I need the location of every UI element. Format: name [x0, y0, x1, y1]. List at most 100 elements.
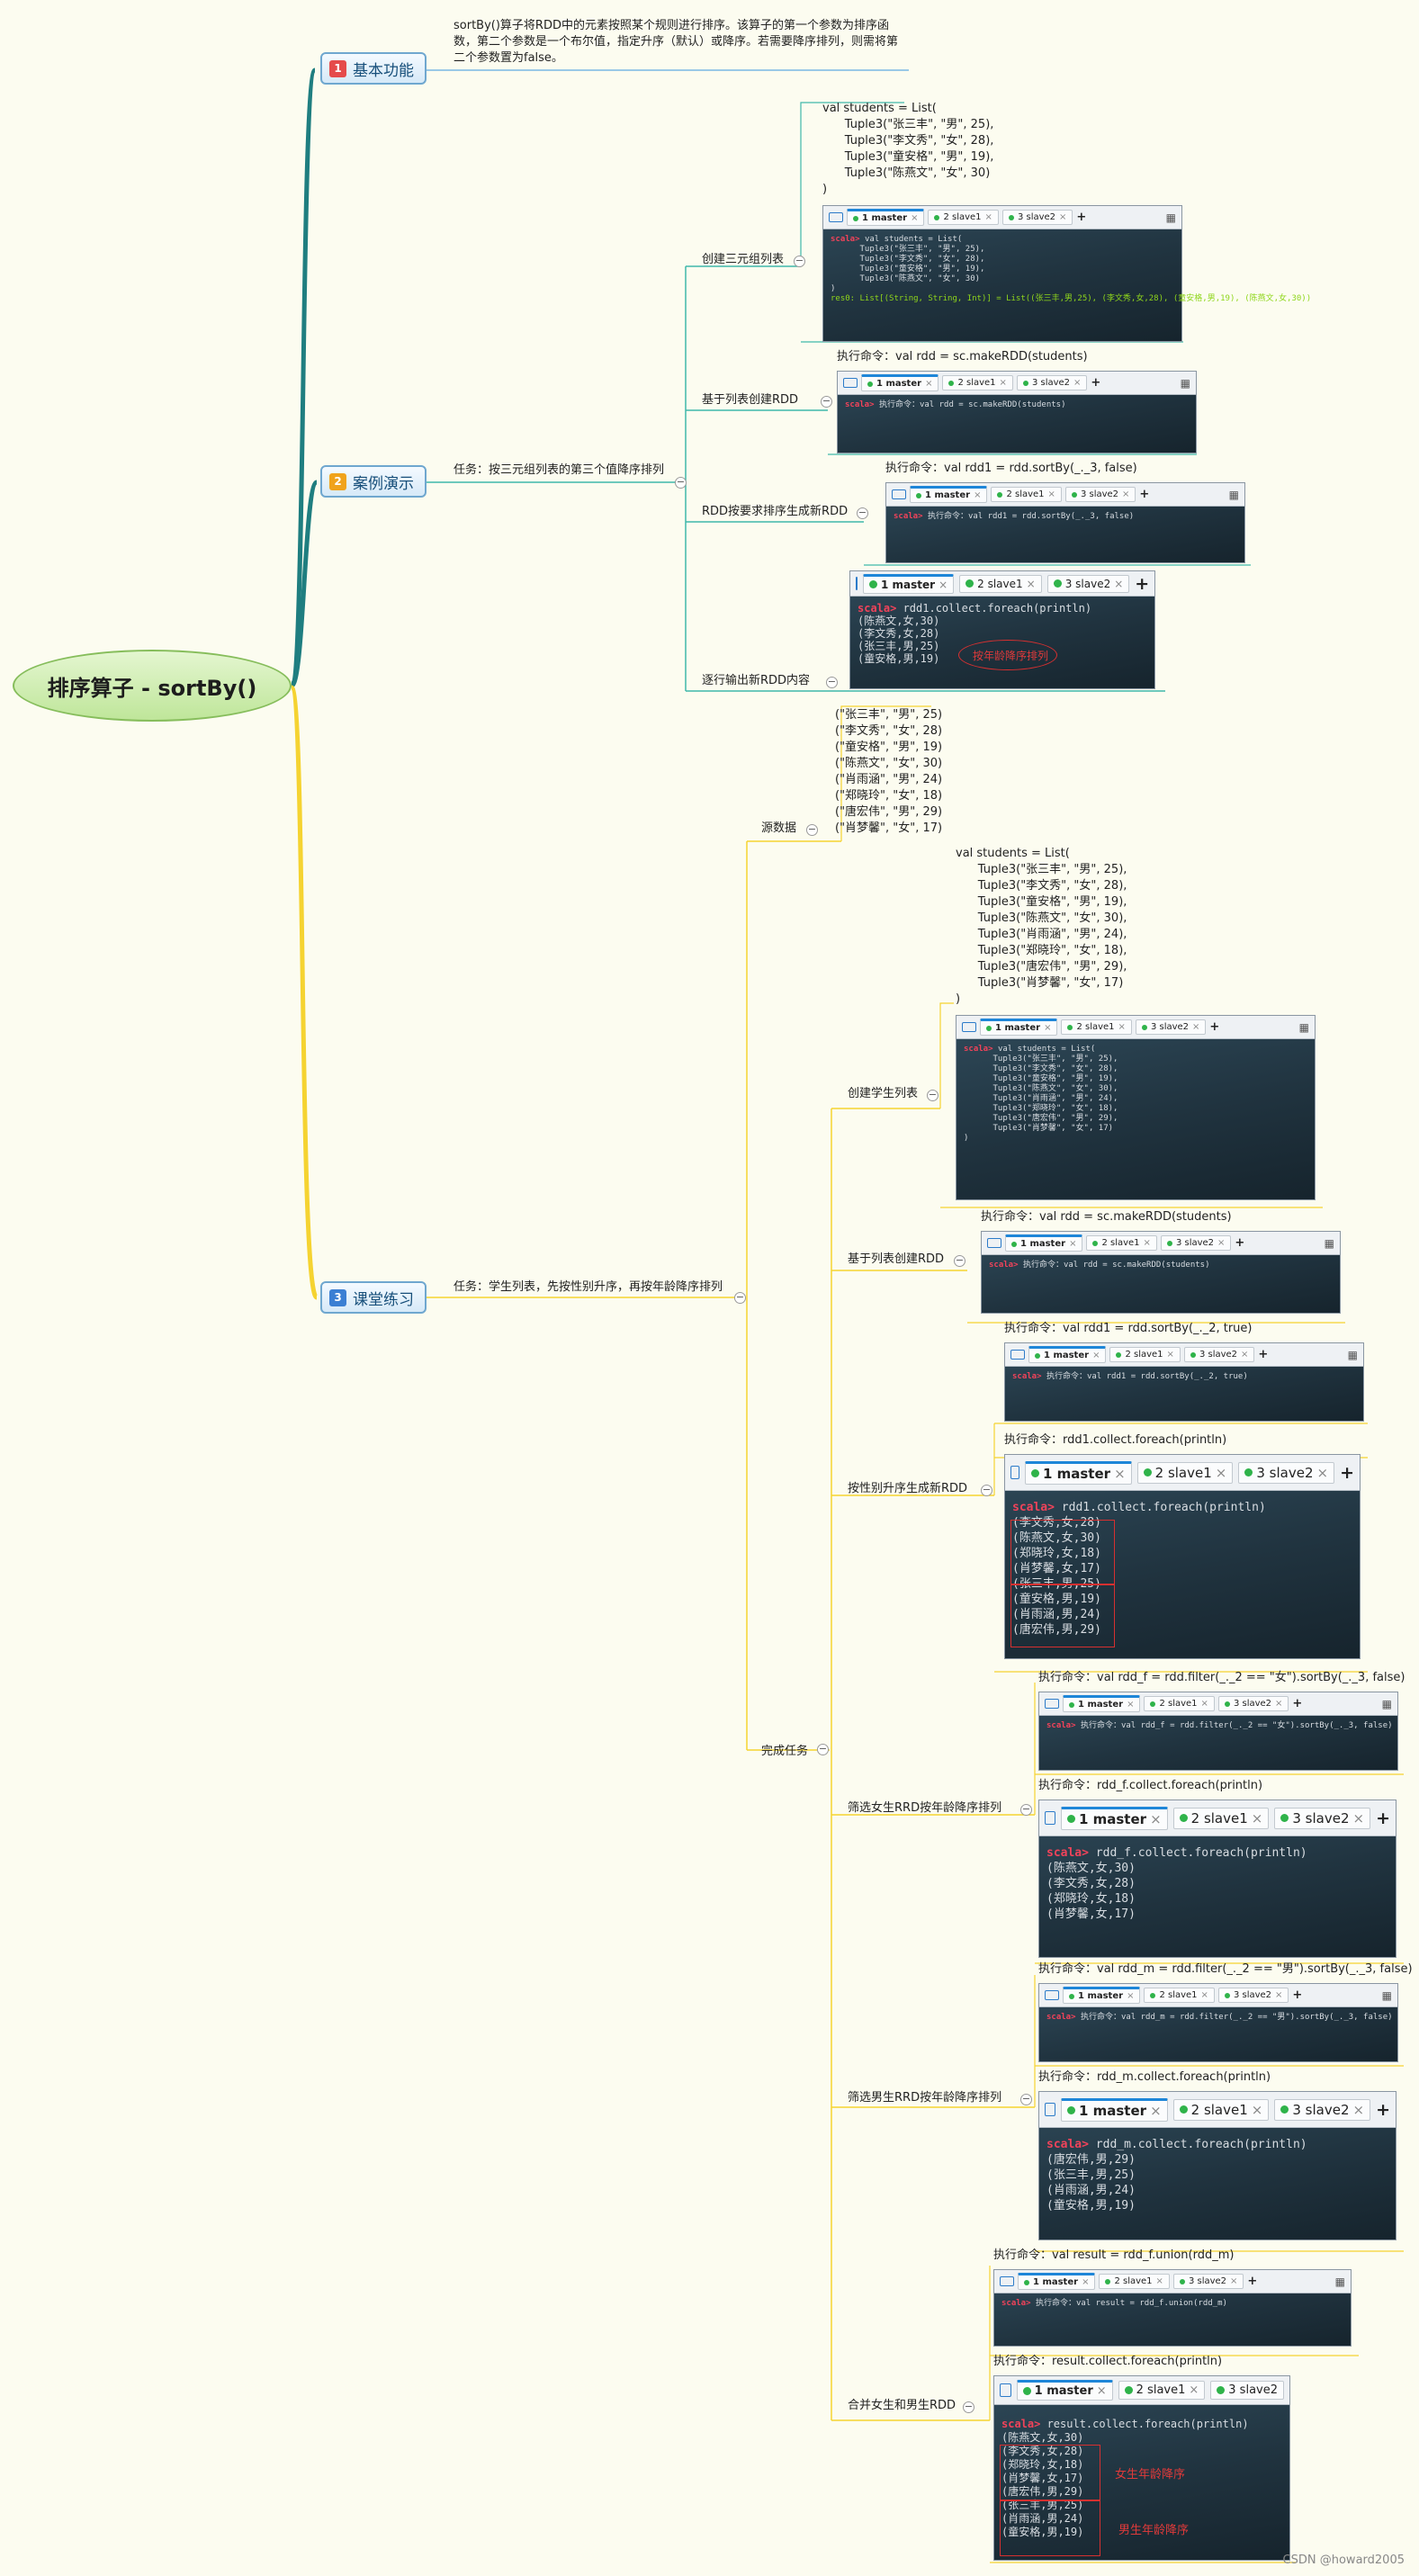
practice-cmd-collect: 执行命令：rdd1.collect.foreach(println) — [1004, 1433, 1227, 1447]
practice-step-union[interactable]: 合并女生和男生RDD — [848, 2399, 956, 2412]
status-dot-icon — [1190, 1351, 1196, 1358]
demo-cmd-sort: 执行命令：val rdd1 = rdd.sortBy(_._3, false) — [885, 462, 1137, 475]
collapse-icon[interactable]: − — [826, 676, 838, 688]
tab-label: 2 slave1 — [1159, 1990, 1198, 2000]
folder-icon — [843, 378, 858, 388]
branch-classroom-practice[interactable]: 3 课堂练习 — [320, 1281, 427, 1314]
folder-icon — [1000, 2383, 1011, 2397]
collapse-icon[interactable]: − — [857, 507, 868, 519]
terminal-code: scala> rdd1.collect.foreach(println) (陈燕… — [858, 602, 1092, 665]
demo-step-create-list[interactable]: 创建三元组列表 — [702, 253, 785, 266]
demo-step-sort-rdd[interactable]: RDD按要求排序生成新RDD — [702, 505, 849, 518]
tab-label: 1 master — [1078, 2102, 1147, 2119]
collapse-icon[interactable]: − — [794, 255, 805, 267]
status-dot-icon — [1217, 2386, 1226, 2394]
close-icon: × — [1127, 1700, 1135, 1710]
close-icon: × — [1352, 1809, 1365, 1827]
collapse-icon[interactable]: − — [821, 395, 832, 408]
close-icon: × — [1118, 1022, 1126, 1032]
collapse-icon[interactable]: − — [981, 1484, 992, 1496]
terminal-screenshot: 1 master× 2 slave1× 3 slave2× + scala> r… — [1004, 1454, 1361, 1659]
tab-label: 2 slave1 — [957, 378, 996, 388]
highlight-ellipse — [958, 640, 1057, 670]
collapse-icon[interactable]: − — [1020, 1803, 1032, 1816]
folder-icon — [1045, 1811, 1055, 1825]
demo-task[interactable]: 任务：按三元组列表的第三个值降序排列 — [454, 463, 665, 477]
add-tab-icon: + — [1258, 1348, 1269, 1361]
collapse-icon[interactable]: − — [954, 1254, 965, 1267]
source-data-label[interactable]: 源数据 — [761, 821, 797, 835]
close-icon: × — [1073, 378, 1082, 388]
close-icon: × — [1230, 2276, 1238, 2286]
practice-task[interactable]: 任务：学生列表，先按性别升序，再按年龄降序排列 — [454, 1280, 723, 1294]
folder-icon — [1045, 1990, 1059, 2000]
highlight-box — [1010, 1520, 1115, 1584]
terminal-code: scala> 执行命令：val rdd1 = rdd.sortBy(_._3, … — [894, 512, 1135, 521]
practice-step-create-rdd[interactable]: 基于列表创建RDD — [848, 1252, 945, 1266]
add-tab-icon: + — [1235, 1236, 1245, 1250]
close-icon: × — [1155, 2276, 1163, 2286]
folder-icon — [892, 489, 906, 499]
tab-label: 3 slave2 — [1228, 2383, 1278, 2397]
status-dot-icon — [1124, 2386, 1133, 2394]
terminal-code: scala> 执行命令：val rdd = sc.makeRDD(student… — [989, 1261, 1210, 1270]
practice-cmd-collect-m: 执行命令：rdd_m.collect.foreach(println) — [1038, 2070, 1271, 2084]
add-tab-icon: + — [1376, 2099, 1390, 2120]
number-badge: 1 — [329, 59, 346, 77]
status-dot-icon — [934, 214, 940, 220]
status-dot-icon — [1179, 2105, 1188, 2114]
add-tab-icon: + — [1209, 1020, 1220, 1034]
branch-basic-function[interactable]: 1 基本功能 — [320, 52, 427, 85]
close-icon: × — [1127, 1991, 1135, 2001]
collapse-icon[interactable]: − — [927, 1089, 939, 1101]
collapse-icon[interactable]: − — [806, 823, 818, 836]
practice-code-text: val students = List( Tuple3("张三丰", "男", … — [956, 847, 1127, 1006]
branch-case-demo[interactable]: 2 案例演示 — [320, 465, 427, 498]
practice-step-create-list[interactable]: 创建学生列表 — [848, 1087, 919, 1100]
tab-label: 1 master — [1033, 2277, 1079, 2287]
tab-label: 1 master — [1078, 1991, 1124, 2001]
close-icon: × — [1192, 1022, 1200, 1032]
add-tab-icon: + — [1340, 1462, 1354, 1483]
close-icon: × — [984, 212, 992, 222]
tab-label: 3 slave2 — [1256, 1464, 1314, 1481]
collapse-icon[interactable]: − — [817, 1743, 829, 1755]
close-icon: × — [1217, 1238, 1226, 1248]
demo-step-print-rdd[interactable]: 逐行输出新RDD内容 — [702, 674, 811, 687]
collapse-icon[interactable]: − — [963, 2401, 974, 2413]
terminal-code: scala> val students = List( Tuple3("张三丰"… — [964, 1045, 1118, 1143]
close-icon: × — [1251, 1809, 1263, 1827]
demo-step-create-rdd[interactable]: 基于列表创建RDD — [702, 393, 799, 407]
collapse-icon[interactable]: − — [1020, 2093, 1032, 2105]
status-dot-icon — [1053, 579, 1062, 588]
tab-label: 3 slave2 — [1031, 378, 1071, 388]
status-dot-icon — [1150, 1992, 1156, 1998]
practice-step-filter-female[interactable]: 筛选女生RRD按年龄降序排列 — [848, 1801, 1002, 1815]
tab-label: 2 slave1 — [1190, 2101, 1248, 2118]
tab-label: 1 master — [1042, 1465, 1111, 1482]
grid-icon: ▦ — [1347, 1348, 1358, 1361]
collapse-icon[interactable]: − — [675, 476, 687, 489]
close-icon: × — [1150, 2102, 1162, 2119]
close-icon: × — [1200, 1699, 1208, 1709]
close-icon: × — [1047, 489, 1055, 499]
root-topic[interactable]: 排序算子 - sortBy() — [13, 650, 292, 722]
tab-label: 1 master — [925, 490, 971, 500]
complete-task-label[interactable]: 完成任务 — [761, 1745, 809, 1758]
practice-step-sort-gender[interactable]: 按性别升序生成新RDD — [848, 1482, 968, 1495]
close-icon: × — [1044, 1023, 1052, 1033]
folder-icon — [1045, 2103, 1055, 2116]
annotation: 女生年龄降序 — [1115, 2468, 1186, 2482]
collapse-icon[interactable]: − — [734, 1291, 746, 1304]
grid-icon: ▦ — [1165, 211, 1176, 224]
status-dot-icon — [1066, 2106, 1075, 2114]
status-dot-icon — [1141, 1024, 1147, 1030]
tab-label: 2 slave1 — [1136, 2383, 1186, 2397]
close-icon: × — [1241, 1350, 1249, 1360]
grid-icon: ▦ — [1298, 1020, 1309, 1034]
practice-step-filter-male[interactable]: 筛选男生RRD按年龄降序排列 — [848, 2091, 1002, 2105]
practice-cmd-filter-f: 执行命令：val rdd_f = rdd.filter(_._2 == "女")… — [1038, 1671, 1406, 1684]
number-badge: 2 — [329, 472, 346, 490]
status-dot-icon — [1071, 491, 1077, 498]
terminal-screenshot: 1 master× 2 slave1× 3 slave2 scala> resu… — [993, 2375, 1290, 2561]
